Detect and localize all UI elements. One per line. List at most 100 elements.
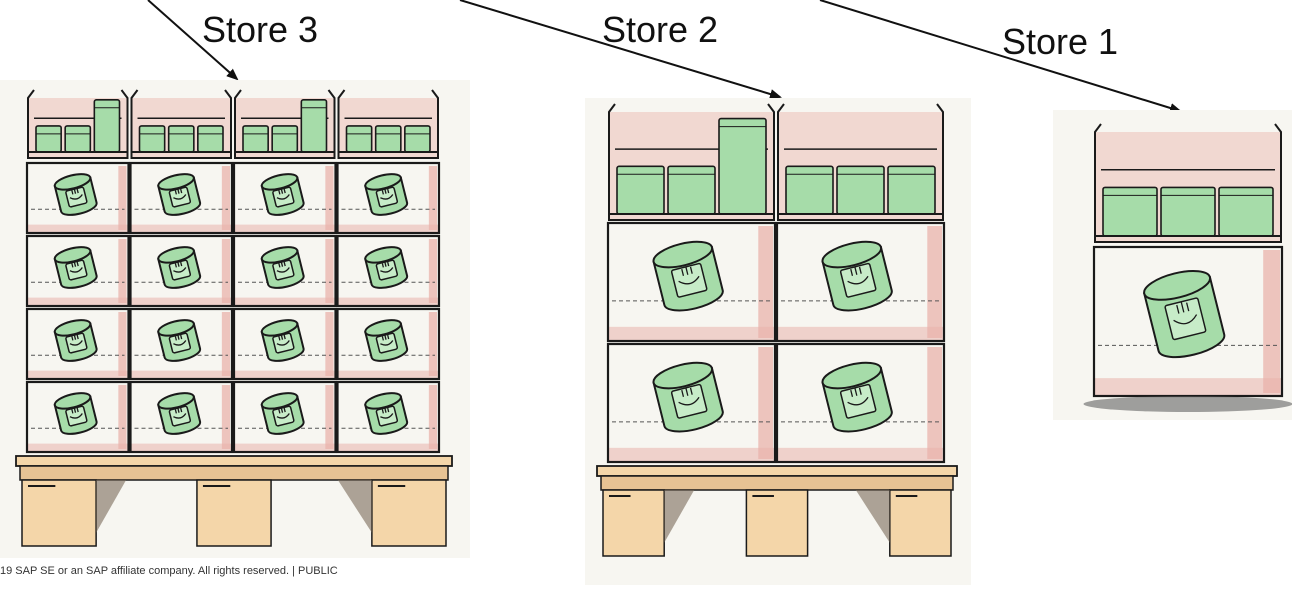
case-bottom-shade [338, 225, 440, 233]
tray-can [376, 126, 401, 152]
case-bottom-shade [131, 371, 233, 379]
can-label-plate [66, 187, 88, 207]
tray [1095, 124, 1281, 242]
case-box [27, 163, 129, 233]
case-bottom-shade [131, 225, 233, 233]
pallet-deck [20, 466, 448, 480]
can-label-plate [1165, 298, 1206, 340]
tray-can [405, 126, 430, 152]
case-bottom-shade [338, 298, 440, 306]
can-label-plate [169, 187, 191, 207]
tray-can [668, 166, 715, 214]
tray [609, 104, 774, 220]
case-box [1094, 247, 1282, 396]
tray-can [36, 126, 61, 152]
pallet-block [372, 480, 446, 546]
case-box [777, 344, 944, 462]
arrow-store-2 [460, 0, 780, 97]
store-1-pallet [1053, 110, 1292, 420]
case-box [338, 309, 440, 379]
case-box [234, 236, 336, 306]
can-label-plate [376, 333, 398, 353]
tray-can [243, 126, 268, 152]
wooden-pallet [16, 456, 452, 546]
tray-can [837, 166, 884, 214]
tray [778, 104, 943, 220]
case-bottom-shade [234, 444, 336, 452]
case-side-shade [325, 166, 333, 230]
can-label-plate [169, 260, 191, 280]
case-side-shade [429, 385, 437, 449]
tray-can [1219, 187, 1273, 236]
tray [339, 90, 439, 158]
case-box [27, 382, 129, 452]
case-side-shade [1263, 250, 1280, 393]
case-box [27, 236, 129, 306]
case-bottom-shade [27, 371, 129, 379]
case-box [608, 344, 775, 462]
case-box [338, 382, 440, 452]
tray [235, 90, 335, 158]
can-label-plate [273, 333, 295, 353]
case-box [234, 309, 336, 379]
pallet-drawing [1053, 110, 1292, 420]
pallet-top-board [597, 466, 957, 476]
case-side-shade [325, 239, 333, 303]
can-label-plate [66, 260, 88, 280]
pallet-block [603, 490, 664, 556]
case-bottom-shade [27, 444, 129, 452]
case-box [338, 236, 440, 306]
case-bottom-shade [338, 371, 440, 379]
case-side-shade [222, 166, 230, 230]
tray [132, 90, 232, 158]
tray-can [198, 126, 223, 152]
pallet-deck [601, 476, 953, 490]
case-side-shade [325, 312, 333, 376]
case-side-shade [758, 226, 773, 338]
case-side-shade [429, 166, 437, 230]
case-box [27, 309, 129, 379]
case-box [131, 309, 233, 379]
case-box [338, 163, 440, 233]
case-side-shade [325, 385, 333, 449]
tray-can [1161, 187, 1215, 236]
tray-can [140, 126, 165, 152]
case-side-shade [222, 312, 230, 376]
case-side-shade [758, 347, 773, 459]
case-side-shade [927, 226, 942, 338]
case-box [131, 163, 233, 233]
case-box [234, 163, 336, 233]
can-label-plate [273, 260, 295, 280]
tray-can [786, 166, 833, 214]
case-bottom-shade [234, 298, 336, 306]
can-label-plate [169, 406, 191, 426]
tray-can [347, 126, 372, 152]
store-3-pallet [0, 80, 470, 558]
tray-base [1095, 236, 1281, 242]
tray-can [1103, 187, 1157, 236]
case-bottom-shade [1094, 378, 1282, 396]
case-side-shade [927, 347, 942, 459]
tray-base [778, 214, 943, 220]
wooden-pallet [597, 466, 957, 556]
case-side-shade [118, 166, 126, 230]
can-label-plate [66, 406, 88, 426]
can-label-plate [66, 333, 88, 353]
case-bottom-shade [131, 298, 233, 306]
case-side-shade [118, 312, 126, 376]
case-side-shade [118, 239, 126, 303]
tray-can [169, 126, 194, 152]
tray-base [132, 152, 232, 158]
case-bottom-shade [608, 327, 775, 341]
floor-shadow [1084, 396, 1292, 412]
copyright-footer: 19 SAP SE or an SAP affiliate company. A… [0, 565, 338, 577]
case-side-shade [118, 385, 126, 449]
can-label-plate [376, 187, 398, 207]
pallet-block [197, 480, 271, 546]
tray-can [617, 166, 664, 214]
case-bottom-shade [777, 448, 944, 462]
pallet-top-board [16, 456, 452, 466]
tray-can [65, 126, 90, 152]
case-bottom-shade [27, 298, 129, 306]
can-label-plate [376, 260, 398, 280]
